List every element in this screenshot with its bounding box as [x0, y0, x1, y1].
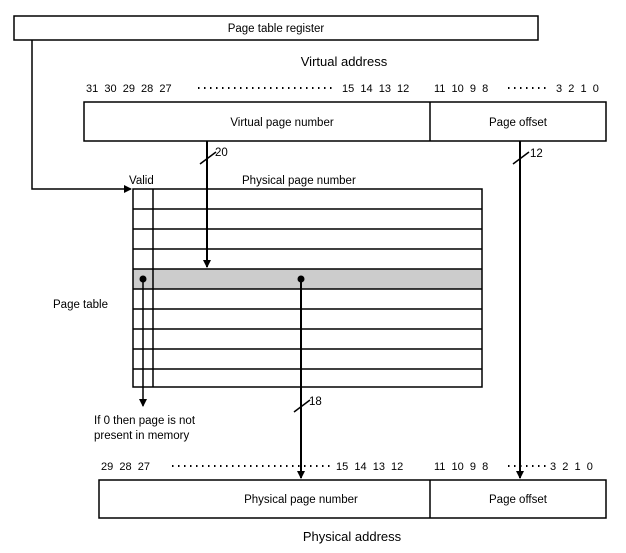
virtual-bits-right: 11 10 9 8	[434, 83, 488, 95]
page-table-row-lines	[133, 208, 482, 370]
physical-bits-high: 29 28 27	[101, 461, 150, 473]
virtual-page-number-field: Virtual page number	[230, 117, 334, 129]
physical-bits-low: 3 2 1 0	[550, 461, 593, 473]
page-table-register-label: Page table register	[228, 23, 325, 35]
page-table-box	[132, 188, 483, 388]
physical-address-box	[98, 479, 607, 519]
vpn-width-slash	[199, 151, 217, 165]
register-pointer-arrow	[31, 40, 132, 193]
ppn-width-label: 18	[309, 396, 322, 408]
not-present-note-line2: present in memory	[94, 430, 189, 442]
virtual-address-box	[83, 101, 607, 142]
offset-width-label: 12	[530, 148, 543, 160]
page-table-register-box	[13, 15, 539, 41]
physical-page-offset-field: Page offset	[489, 494, 548, 506]
not-present-note-line1: If 0 then page is not	[94, 415, 196, 427]
virtual-page-offset-field: Page offset	[489, 117, 548, 129]
virtual-bits-mid: 15 14 13 12	[342, 83, 409, 95]
physical-page-number-field: Physical page number	[244, 494, 358, 506]
selected-page-table-entry	[133, 269, 482, 289]
ppn-width-slash	[293, 399, 311, 413]
physical-bits-mid: 15 14 13 12	[336, 461, 403, 473]
vpn-width-label: 20	[215, 147, 228, 159]
page-table-label: Page table	[53, 299, 108, 311]
physical-address-title: Physical address	[303, 529, 402, 544]
valid-header: Valid	[129, 175, 154, 187]
virtual-bits-low: 3 2 1 0	[556, 83, 599, 95]
virtual-bits-high: 31 30 29 28 27	[86, 83, 172, 95]
offset-width-slash	[512, 151, 530, 165]
physical-bits-right: 11 10 9 8	[434, 461, 488, 473]
physical-page-number-header: Physical page number	[242, 175, 356, 187]
virtual-address-title: Virtual address	[301, 54, 388, 69]
